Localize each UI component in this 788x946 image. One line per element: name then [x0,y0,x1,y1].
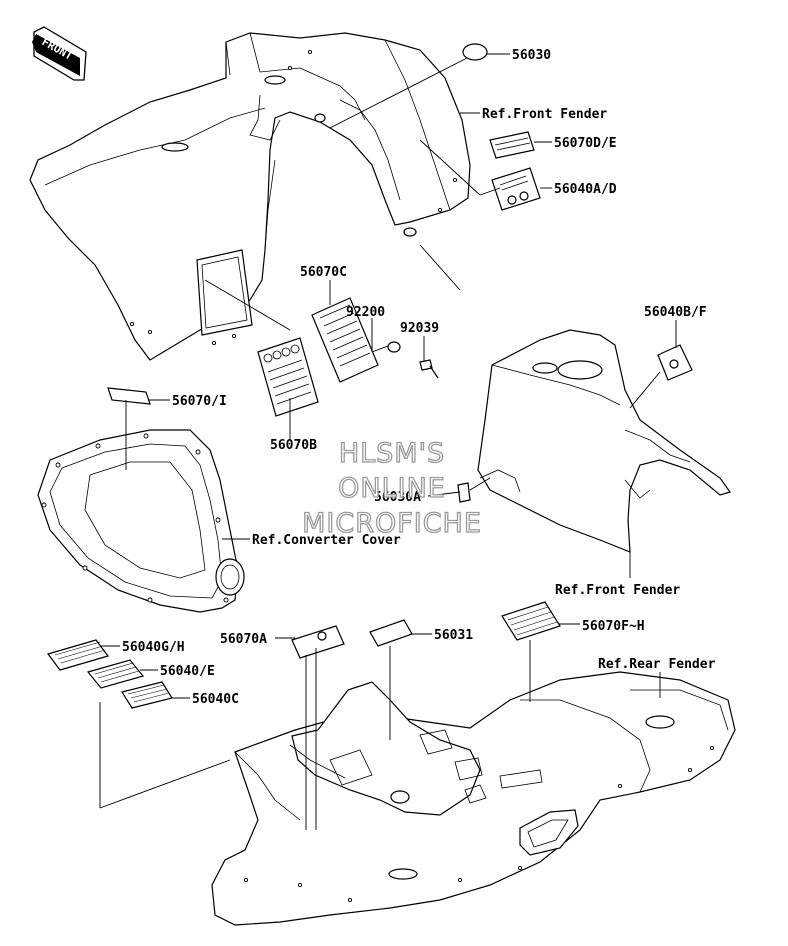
front-fender-mid-drawing [457,329,731,553]
label-56040GH: 56040G/H [122,640,185,655]
label-92039: 92039 [400,321,439,336]
front-fender-top-drawing [29,32,471,361]
rivet-92039 [419,359,439,379]
label-56070A: 56070A [220,632,267,647]
rear-fender-drawing [211,671,736,926]
label-56070DE: 56070D/E [554,136,617,151]
decal-56070DE [489,131,535,159]
watermark-line-2: ONLINE [338,473,446,504]
label-56031: 56031 [434,628,473,643]
decal-56031 [369,619,413,647]
label-56040E: 56040/E [160,664,215,679]
label-56070FH: 56070F~H [582,619,645,634]
label-56040AD: 56040A/D [554,182,617,197]
front-arrow-badge: FRONT [32,26,87,81]
watermark-line-3: MICROFICHE [302,508,482,539]
leader-lines [99,53,677,830]
label-56070C: 56070C [300,265,347,280]
decal-56030 [462,43,488,61]
label-56040BF: 56040B/F [644,305,707,320]
decal-56070C [311,297,379,383]
label-56040C: 56040C [192,692,239,707]
decal-56070I [107,387,151,405]
label-56070I: 56070/I [172,394,227,409]
decal-56040C [121,681,173,709]
decal-56070B [257,337,319,417]
decal-56070FH [501,601,561,641]
decal-56070A [291,625,345,659]
decal-56040GH [47,639,109,671]
decal-56040AD [491,167,541,211]
part-labels: 56030 Ref.Front Fender 56070D/E 56040A/D… [122,48,716,707]
watermark-line-1: HLSM'S [339,438,445,469]
label-56030A: 56030A [374,490,421,505]
decal-56040E [86,659,145,689]
label-ref-converter-cover: Ref.Converter Cover [252,533,401,548]
label-92200: 92200 [346,305,385,320]
label-56030: 56030 [512,48,551,63]
label-ref-front-fender-top: Ref.Front Fender [482,107,607,122]
label-ref-front-fender-mid: Ref.Front Fender [555,583,680,598]
washer-92200 [387,341,401,353]
converter-cover-drawing [37,429,245,613]
label-56070B: 56070B [270,438,317,453]
watermark: HLSM'S ONLINE MICROFICHE [301,437,482,539]
label-ref-rear-fender: Ref.Rear Fender [598,657,716,672]
